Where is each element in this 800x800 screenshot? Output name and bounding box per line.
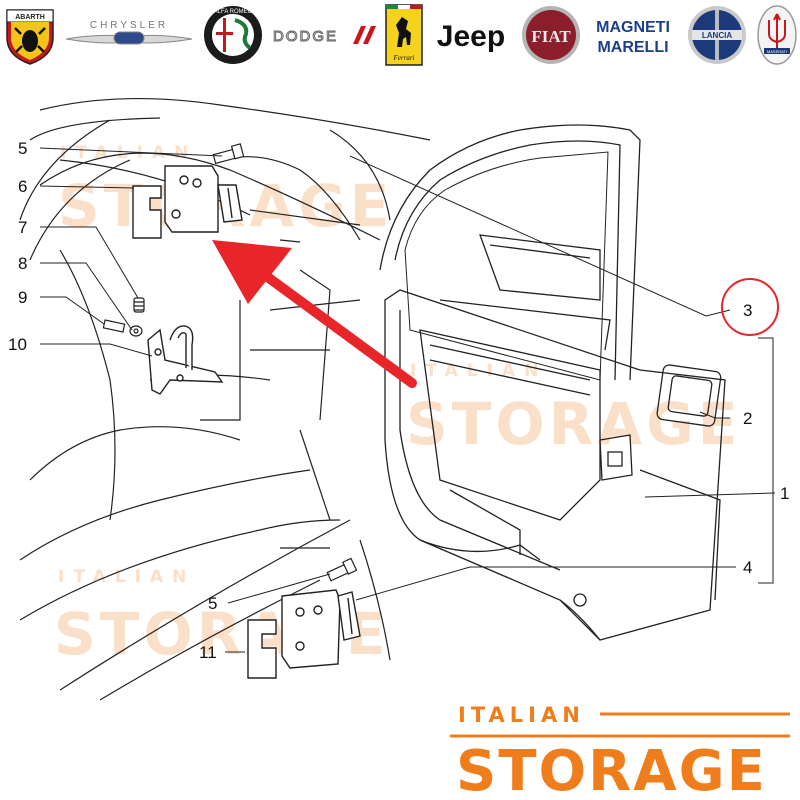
- callout-1: 1: [780, 484, 789, 503]
- svg-text:FIAT: FIAT: [531, 27, 571, 46]
- lancia-logo: LANCIA: [684, 4, 750, 66]
- svg-text:ITALIAN: ITALIAN: [58, 567, 195, 587]
- callout-6: 6: [18, 177, 27, 196]
- callout-5-upper: 5: [18, 139, 27, 158]
- callout-labels: 5 6 7 8 9 10 3 2 1 4 5 11: [8, 139, 789, 662]
- jeep-logo: Jeep: [428, 4, 514, 66]
- svg-text:DODGE: DODGE: [273, 28, 338, 45]
- lower-hinge: [281, 589, 361, 669]
- chrysler-logo: CHRYSLER: [62, 4, 196, 66]
- svg-text:CHRYSLER: CHRYSLER: [90, 20, 168, 31]
- magneti-marelli-logo: MAGNETI MARELLI: [586, 4, 680, 66]
- highlight-arrow: [212, 240, 417, 388]
- svg-text:STORAGE: STORAGE: [406, 390, 741, 458]
- callout-11: 11: [199, 643, 217, 662]
- alfa-romeo-logo: ALFA ROMEO: [200, 4, 266, 66]
- svg-text:ABARTH: ABARTH: [15, 14, 45, 21]
- door-check-strap: [147, 325, 224, 395]
- callout-2: 2: [743, 409, 752, 428]
- bolt-upper: [212, 143, 245, 165]
- callout-7: 7: [18, 218, 27, 237]
- ferrari-logo: Ferrari: [382, 4, 426, 66]
- hinge-shim-lower: [247, 619, 277, 679]
- callout-10: 10: [8, 335, 27, 354]
- svg-text:MARELLI: MARELLI: [597, 39, 668, 56]
- callout-8: 8: [18, 254, 27, 273]
- spring-pin: [133, 297, 145, 313]
- washer-bolt: [102, 319, 143, 337]
- svg-text:ITALIAN: ITALIAN: [60, 143, 197, 163]
- callout-5-lower: 5: [208, 594, 217, 613]
- svg-text:Ferrari: Ferrari: [393, 54, 415, 62]
- dodge-logo: DODGE: [268, 4, 378, 66]
- maserati-logo: MASERATI: [754, 4, 800, 66]
- callout-4: 4: [743, 558, 752, 577]
- upper-hinge: [164, 165, 243, 233]
- bolt-lower: [326, 557, 358, 582]
- svg-text:MASERATI: MASERATI: [767, 49, 787, 54]
- door-assembly: [379, 124, 726, 641]
- svg-text:ITALIAN: ITALIAN: [458, 703, 585, 727]
- callout-9: 9: [18, 288, 27, 307]
- svg-text:Jeep: Jeep: [437, 20, 505, 53]
- hinge-shim-upper: [132, 185, 162, 239]
- italian-storage-logo: ITALIAN STORAGE: [450, 703, 790, 800]
- svg-text:ITALIAN: ITALIAN: [410, 361, 547, 381]
- svg-text:STORAGE: STORAGE: [456, 739, 767, 800]
- highlight-circle: [721, 278, 779, 336]
- abarth-logo: ABARTH: [0, 4, 60, 66]
- svg-text:LANCIA: LANCIA: [702, 31, 732, 40]
- fiat-logo: FIAT: [520, 4, 582, 66]
- callout-3: 3: [743, 301, 752, 320]
- svg-text:MAGNETI: MAGNETI: [596, 19, 670, 36]
- svg-text:ALFA ROMEO: ALFA ROMEO: [214, 9, 253, 15]
- brand-logo-bar: ABARTH CHRYSLER ALFA ROMEO: [0, 0, 800, 70]
